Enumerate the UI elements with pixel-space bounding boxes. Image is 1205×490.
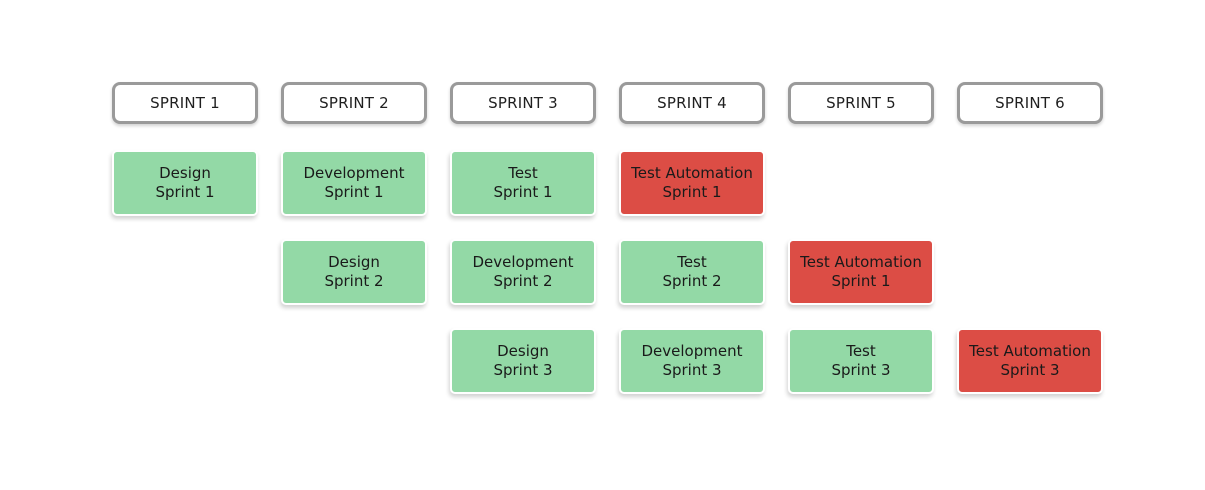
sprint-header-6: SPRINT 6 [957, 82, 1103, 124]
card-title: Design [328, 253, 380, 271]
card-subtitle: Sprint 3 [1000, 361, 1060, 379]
card-subtitle: Sprint 1 [831, 272, 891, 290]
card-subtitle: Sprint 2 [493, 272, 553, 290]
card-subtitle: Sprint 2 [324, 272, 384, 290]
card-subtitle: Sprint 2 [662, 272, 722, 290]
sprint-header-4: SPRINT 4 [619, 82, 765, 124]
card-development-sprint-2: Development Sprint 2 [450, 239, 596, 305]
card-title: Test [846, 342, 876, 360]
card-design-sprint-1: Design Sprint 1 [112, 150, 258, 216]
card-subtitle: Sprint 1 [324, 183, 384, 201]
card-test-automation-sprint-3: Test Automation Sprint 3 [957, 328, 1103, 394]
sprint-header-1: SPRINT 1 [112, 82, 258, 124]
sprint-header-5: SPRINT 5 [788, 82, 934, 124]
card-title: Test Automation [969, 342, 1091, 360]
card-title: Development [472, 253, 574, 271]
card-test-sprint-3: Test Sprint 3 [788, 328, 934, 394]
card-title: Test Automation [631, 164, 753, 182]
card-title: Design [159, 164, 211, 182]
card-title: Test Automation [800, 253, 922, 271]
card-title: Test [508, 164, 538, 182]
card-design-sprint-3: Design Sprint 3 [450, 328, 596, 394]
card-title: Development [641, 342, 743, 360]
card-subtitle: Sprint 1 [493, 183, 553, 201]
card-design-sprint-2: Design Sprint 2 [281, 239, 427, 305]
card-subtitle: Sprint 3 [662, 361, 722, 379]
card-title: Test [677, 253, 707, 271]
card-test-sprint-1: Test Sprint 1 [450, 150, 596, 216]
sprint-header-2: SPRINT 2 [281, 82, 427, 124]
card-development-sprint-3: Development Sprint 3 [619, 328, 765, 394]
card-development-sprint-1: Development Sprint 1 [281, 150, 427, 216]
card-title: Design [497, 342, 549, 360]
card-test-sprint-2: Test Sprint 2 [619, 239, 765, 305]
card-subtitle: Sprint 3 [831, 361, 891, 379]
card-subtitle: Sprint 1 [662, 183, 722, 201]
card-title: Development [303, 164, 405, 182]
sprint-header-3: SPRINT 3 [450, 82, 596, 124]
card-subtitle: Sprint 3 [493, 361, 553, 379]
card-test-automation-sprint-1-late: Test Automation Sprint 1 [788, 239, 934, 305]
card-test-automation-sprint-1: Test Automation Sprint 1 [619, 150, 765, 216]
card-subtitle: Sprint 1 [155, 183, 215, 201]
